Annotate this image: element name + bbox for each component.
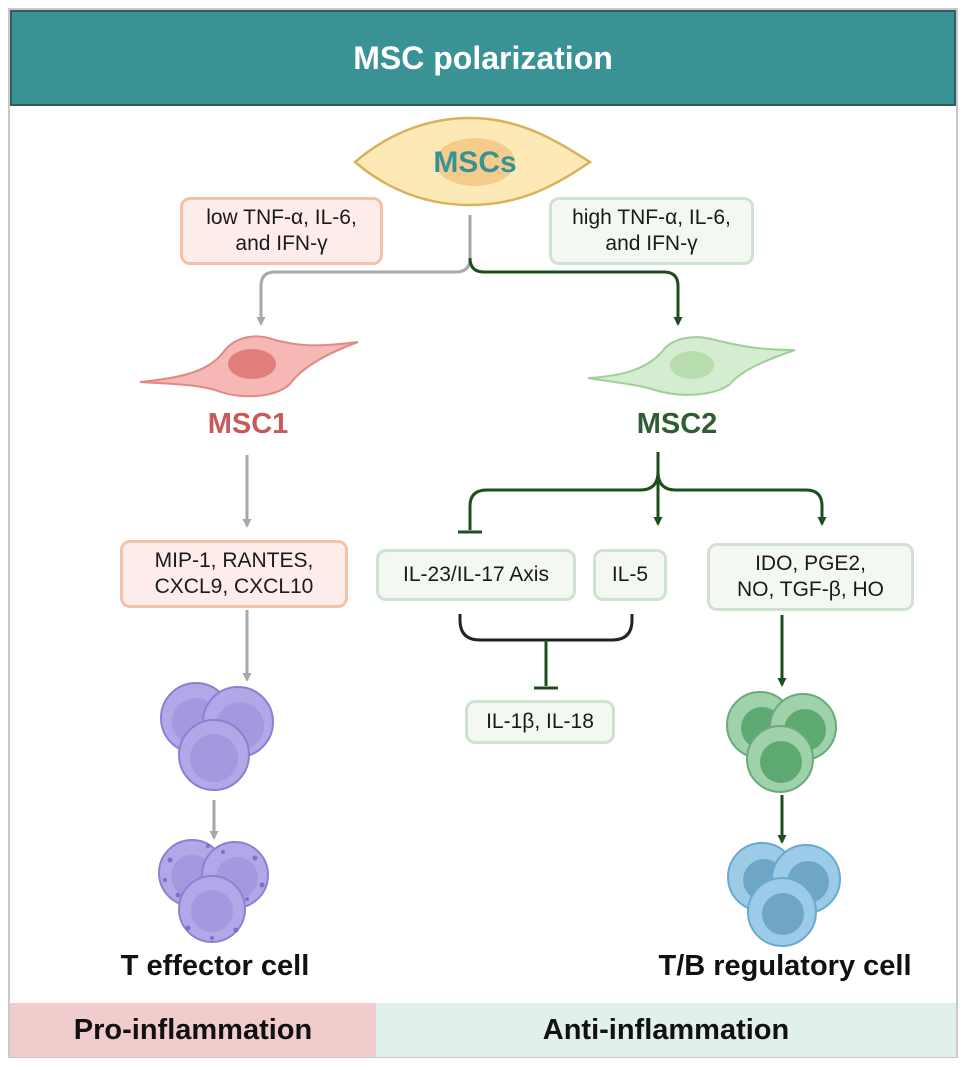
pro-inflammation-band: Pro-inflammation	[10, 1003, 376, 1057]
t-effector-cells-icon	[160, 682, 274, 791]
msc1-factors: MIP-1, RANTES, CXCL9, CXCL10	[120, 540, 348, 608]
arrow-to-msc2	[468, 257, 683, 326]
low-cytokine-condition: low TNF-α, IL-6, and IFN-γ	[180, 197, 383, 265]
activated-t-effector-cells-icon	[158, 839, 269, 943]
high-cytokine-condition: high TNF-α, IL-6, and IFN-γ	[549, 197, 754, 265]
inhibit-bracket	[458, 614, 634, 642]
page-title: MSC polarization	[10, 10, 956, 106]
msc1-label: MSC1	[208, 408, 289, 440]
t-b-regulatory-cells-icon	[727, 842, 841, 947]
inhibit-to-il23-axis	[468, 452, 660, 530]
msc-source-cell-icon	[353, 116, 593, 207]
regulatory-precursor-cells-icon	[726, 691, 837, 793]
msc2-factors: IDO, PGE2, NO, TGF-β, HO	[707, 543, 914, 611]
msc1-cell-icon	[139, 335, 359, 398]
arrow-msc2-to-factors	[656, 471, 827, 526]
t-b-regulatory-cell-label: T/B regulatory cell	[658, 950, 912, 982]
msc2-label: MSC2	[637, 408, 718, 440]
anti-inflammation-band: Anti-inflammation	[376, 1003, 956, 1057]
il5-box: IL-5	[593, 549, 667, 601]
il1b-il18-box: IL-1β, IL-18	[465, 700, 615, 744]
msc2-cell-icon	[587, 336, 796, 396]
il23-il17-axis: IL-23/IL-17 Axis	[376, 549, 576, 601]
t-effector-cell-label: T effector cell	[120, 950, 310, 982]
msc-source-label: MSCs	[433, 146, 516, 179]
